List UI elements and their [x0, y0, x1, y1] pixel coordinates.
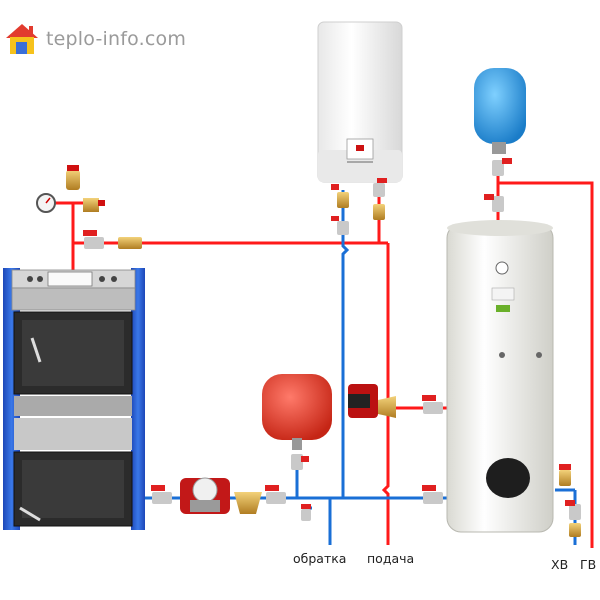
house-icon: [6, 24, 38, 54]
ball-valve: [422, 395, 443, 414]
ball-valve: [373, 178, 387, 197]
ball-valve: [559, 464, 571, 486]
label-cold-water: ХВ: [551, 557, 569, 572]
ball-valve: [291, 454, 309, 470]
water-expansion-tank: [474, 68, 526, 154]
wall-gas-heater: [317, 21, 403, 183]
ball-valve: [373, 204, 385, 220]
label-return-line: обратка: [293, 551, 347, 566]
ball-valve: [118, 237, 142, 249]
solid-fuel-boiler: [3, 268, 145, 530]
ball-valve: [422, 485, 443, 504]
ball-valve: [83, 230, 104, 249]
ball-valve: [565, 500, 581, 520]
safety-valve-icon: [83, 198, 99, 212]
logo-text: teplo-info.com: [46, 28, 187, 50]
mixing-valve: [348, 384, 396, 418]
thermometer-icon: [495, 261, 509, 275]
ball-valve: [301, 504, 311, 521]
air-vent-icon: [66, 170, 80, 190]
ball-valve: [151, 485, 172, 504]
hot-water-pipe: [498, 181, 594, 548]
strainer-filter: [234, 492, 262, 514]
ball-valve: [484, 194, 504, 212]
ball-valve: [265, 485, 286, 504]
return-pipe-heater: [341, 190, 350, 498]
ball-valve: [331, 216, 349, 235]
heating-expansion-tank: [262, 374, 332, 450]
safety-group: [36, 165, 105, 213]
ball-valve: [492, 158, 512, 176]
ball-valve: [331, 184, 349, 208]
label-supply-line: подача: [367, 551, 415, 566]
ball-valves: [83, 158, 581, 537]
label-hot-water: ГВ: [580, 557, 597, 572]
indirect-water-heater: [446, 220, 554, 533]
supply-pipe-down: [381, 243, 390, 545]
inspection-flange: [486, 458, 530, 498]
ball-valve: [569, 523, 581, 537]
circulation-pump: [180, 477, 230, 514]
site-logo[interactable]: teplo-info.com: [4, 22, 186, 56]
